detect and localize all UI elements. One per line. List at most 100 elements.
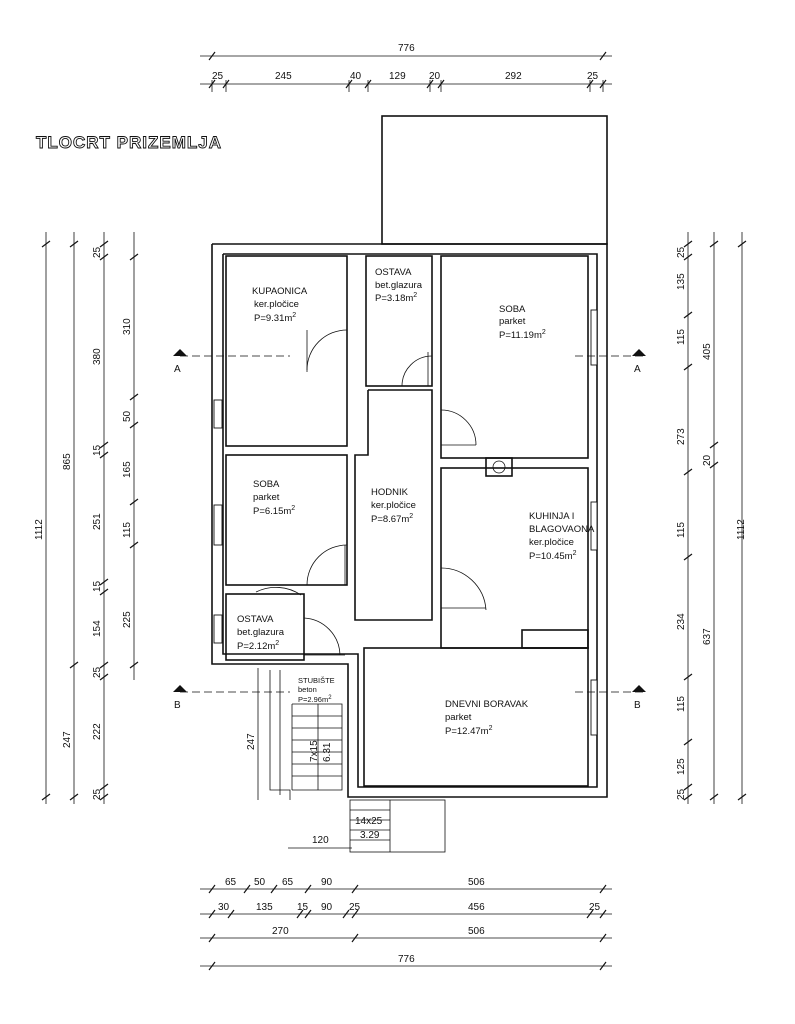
dim-stair-14x25: 14x25 [355, 816, 383, 827]
section-markers: A A B B [173, 349, 646, 711]
svg-text:OSTAVA: OSTAVA [375, 267, 412, 278]
dim-stair-329: 3.29 [360, 830, 380, 841]
terrace-outline [381, 115, 608, 245]
dim-right-637: 637 [702, 628, 713, 645]
svg-text:STUBIŠTE: STUBIŠTE [298, 676, 335, 685]
svg-text:P=6.15m2: P=6.15m2 [253, 505, 295, 517]
dim-top-3: 40 [350, 71, 362, 82]
svg-text:135: 135 [256, 902, 273, 913]
svg-text:15: 15 [297, 902, 309, 913]
dim-stair-247: 247 [246, 733, 257, 750]
right-dimensions: 25 135 115 273 115 234 115 125 25 405 20… [676, 232, 747, 804]
svg-text:25: 25 [92, 788, 103, 800]
section-a-right: A [634, 364, 641, 375]
svg-text:SOBA: SOBA [253, 479, 280, 490]
dim-left-247: 247 [62, 731, 73, 748]
doors [255, 329, 487, 656]
section-b-right: B [634, 700, 641, 711]
staircase: 247 7x15 6.31 14x25 3.29 120 [246, 668, 446, 853]
svg-text:25: 25 [676, 788, 687, 800]
svg-text:115: 115 [122, 522, 133, 538]
svg-text:bet.glazura: bet.glazura [237, 627, 285, 638]
dim-right-405: 405 [702, 343, 713, 360]
svg-text:parket: parket [499, 316, 526, 327]
room-hodnik: HODNIK ker.pločice P=8.67m2 [371, 487, 416, 525]
dim-top-total: 776 [398, 43, 415, 54]
dim-top-6: 292 [505, 71, 522, 82]
svg-text:310: 310 [122, 318, 133, 335]
svg-text:154: 154 [92, 620, 103, 637]
svg-text:P=8.67m2: P=8.67m2 [371, 513, 413, 525]
dim-bottom-total: 776 [398, 954, 415, 965]
svg-text:225: 225 [122, 611, 133, 628]
svg-text:273: 273 [676, 428, 687, 445]
svg-text:125: 125 [676, 758, 687, 775]
svg-text:P=3.18m2: P=3.18m2 [375, 292, 417, 304]
dim-stair-631: 6.31 [322, 742, 333, 762]
svg-text:15: 15 [92, 444, 103, 456]
room-stubiste: STUBIŠTE beton P=2.96m2 [298, 676, 335, 704]
dim-left-total: 1112 [34, 519, 45, 540]
svg-text:25: 25 [589, 902, 601, 913]
svg-text:115: 115 [676, 329, 687, 345]
svg-text:25: 25 [349, 902, 361, 913]
svg-text:25: 25 [676, 246, 687, 258]
top-dimensions: 776 25 245 40 129 20 292 25 [200, 43, 612, 92]
section-b-left: B [174, 700, 181, 711]
svg-text:270: 270 [272, 926, 289, 937]
room-labels: KUPAONICA ker.pločice P=9.31m2 OSTAVA be… [237, 267, 595, 737]
svg-text:30: 30 [218, 902, 230, 913]
windows [213, 309, 598, 736]
svg-text:P=9.31m2: P=9.31m2 [254, 312, 296, 324]
dim-stair-120: 120 [312, 835, 329, 846]
svg-text:50: 50 [122, 410, 133, 422]
svg-text:50: 50 [254, 877, 266, 888]
svg-text:parket: parket [253, 492, 280, 503]
svg-text:456: 456 [468, 902, 485, 913]
svg-text:90: 90 [321, 902, 333, 913]
svg-text:P=10.45m2: P=10.45m2 [529, 550, 577, 562]
svg-text:P=12.47m2: P=12.47m2 [445, 725, 493, 737]
svg-text:KUPAONICA: KUPAONICA [252, 286, 308, 297]
room-kuhinja: KUHINJA I BLAGOVAONA ker.pločice P=10.45… [529, 511, 595, 562]
svg-text:65: 65 [225, 877, 237, 888]
svg-text:DNEVNI BORAVAK: DNEVNI BORAVAK [445, 699, 529, 710]
dim-top-1: 25 [212, 71, 224, 82]
dim-top-5: 20 [429, 71, 441, 82]
svg-text:251: 251 [92, 513, 103, 530]
svg-text:beton: beton [298, 685, 317, 694]
dim-right-total: 1112 [736, 519, 747, 540]
dim-stair-7x15: 7x15 [309, 740, 320, 762]
svg-text:222: 222 [92, 723, 103, 740]
dim-top-7: 25 [587, 71, 599, 82]
svg-text:25: 25 [92, 246, 103, 258]
svg-text:115: 115 [676, 522, 687, 538]
svg-text:135: 135 [676, 273, 687, 290]
svg-text:90: 90 [321, 877, 333, 888]
svg-text:115: 115 [676, 696, 687, 712]
svg-text:234: 234 [676, 613, 687, 630]
svg-text:bet.glazura: bet.glazura [375, 280, 423, 291]
dim-top-4: 129 [389, 71, 406, 82]
svg-text:P=2.12m2: P=2.12m2 [237, 640, 279, 652]
room-ostava-bottom: OSTAVA bet.glazura P=2.12m2 [237, 614, 285, 652]
svg-text:25: 25 [92, 666, 103, 678]
svg-text:OSTAVA: OSTAVA [237, 614, 274, 625]
svg-text:BLAGOVAONA: BLAGOVAONA [529, 524, 595, 535]
svg-text:ker.pločice: ker.pločice [254, 299, 299, 310]
svg-text:506: 506 [468, 877, 485, 888]
svg-text:65: 65 [282, 877, 294, 888]
svg-text:ker.pločice: ker.pločice [371, 500, 416, 511]
room-kupaonica: KUPAONICA ker.pločice P=9.31m2 [252, 286, 308, 324]
svg-text:165: 165 [122, 461, 133, 478]
svg-text:ker.pločice: ker.pločice [529, 537, 574, 548]
svg-text:P=2.96m2: P=2.96m2 [298, 695, 332, 704]
section-a-left: A [174, 364, 181, 375]
svg-text:15: 15 [92, 580, 103, 592]
dim-top-2: 245 [275, 71, 292, 82]
room-ostava-top: OSTAVA bet.glazura P=3.18m2 [375, 267, 423, 304]
svg-text:parket: parket [445, 712, 472, 723]
svg-text:HODNIK: HODNIK [371, 487, 409, 498]
drawing-title: TLOCRT PRIZEMLJA [36, 133, 222, 152]
dim-right-20: 20 [702, 454, 713, 466]
